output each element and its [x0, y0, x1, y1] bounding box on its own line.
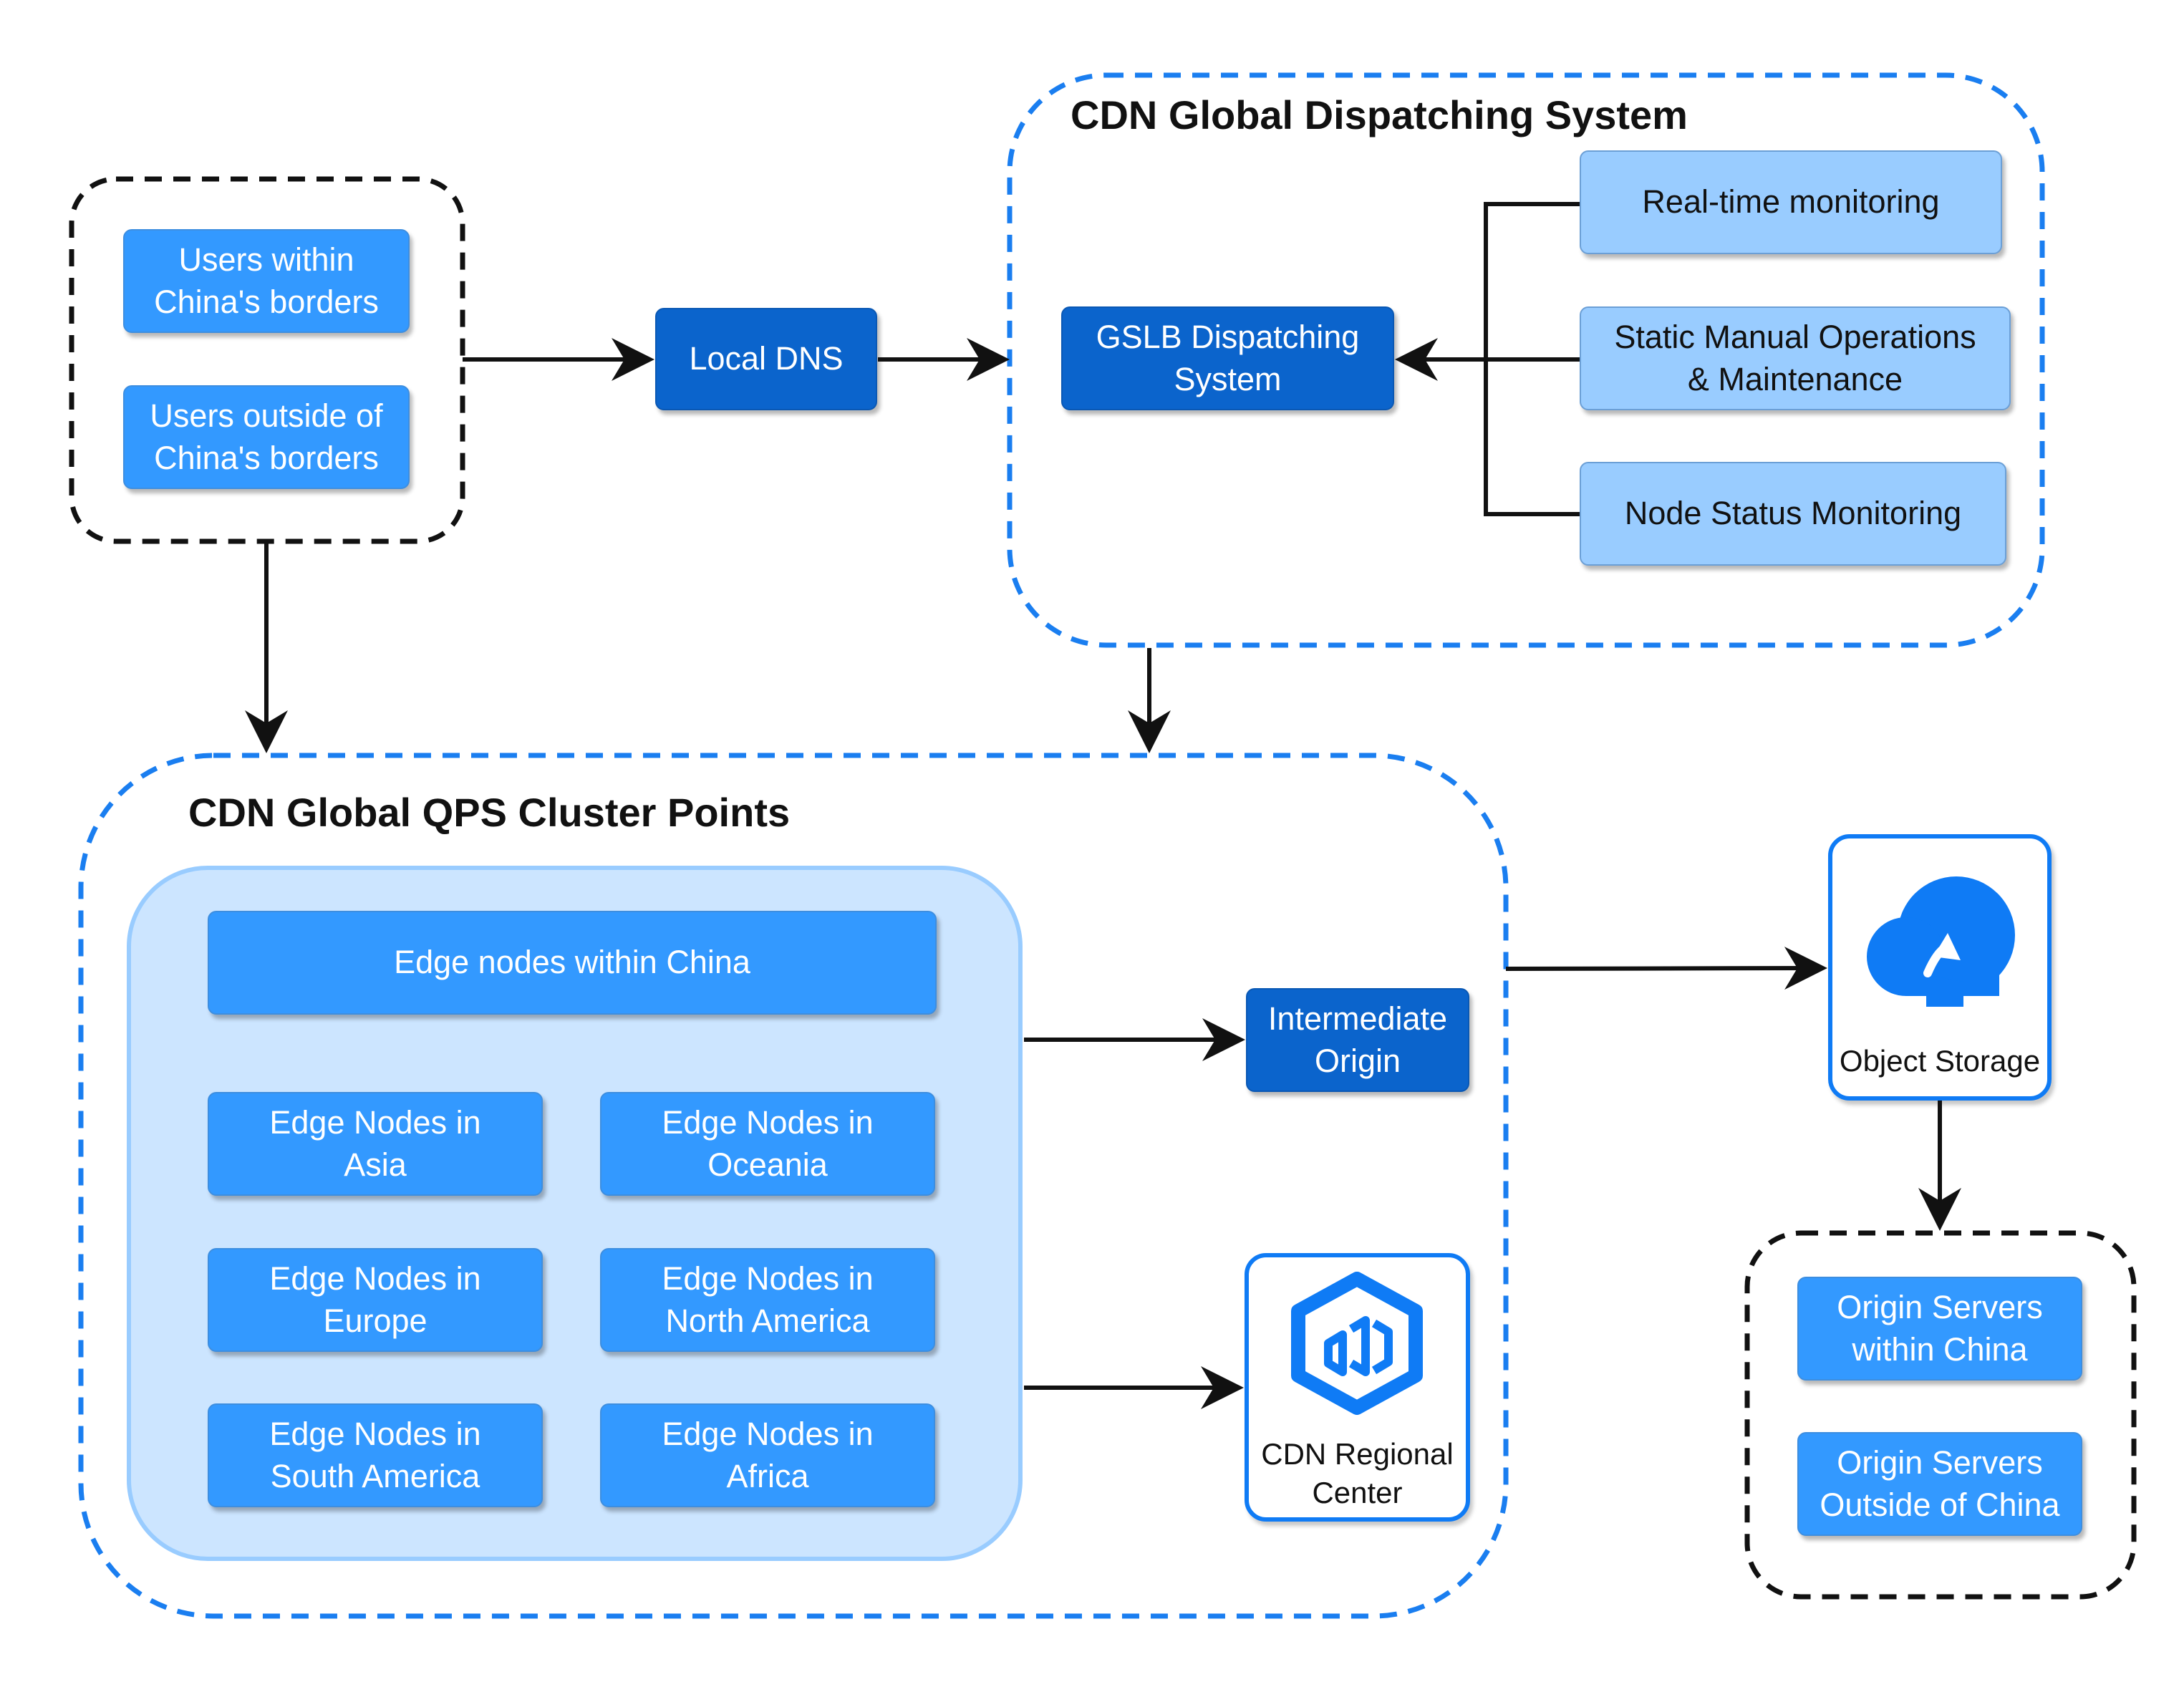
cdn-regional-center-card[interactable]: CDN Regional Center — [1245, 1253, 1470, 1522]
object-storage-label: Object Storage — [1839, 1044, 2041, 1078]
edge-nodes-europe-box[interactable]: Edge Nodes in Europe — [208, 1248, 543, 1352]
edge-nodes-south-america-box[interactable]: Edge Nodes in South America — [208, 1403, 543, 1507]
qps-cluster-title: CDN Global QPS Cluster Points — [188, 790, 791, 835]
gslb-dispatching-box[interactable]: GSLB Dispatching System — [1061, 306, 1394, 410]
object-storage-card[interactable]: Object Storage — [1828, 834, 2052, 1101]
origin-servers-border — [1744, 1230, 2137, 1600]
qps-cluster-border — [78, 753, 1509, 1619]
cloud-upload-icon — [1867, 876, 2015, 1007]
bracket-monitoring-sources — [1484, 202, 1580, 516]
edge-nodes-north-america-box[interactable]: Edge Nodes in North America — [600, 1248, 935, 1352]
edge-nodes-oceania-box[interactable]: Edge Nodes in Oceania — [600, 1092, 935, 1196]
edge-nodes-panel — [127, 866, 1023, 1561]
static-manual-operations-box[interactable]: Static Manual Operations & Maintenance — [1580, 306, 2011, 410]
node-status-monitoring-box[interactable]: Node Status Monitoring — [1580, 462, 2006, 566]
local-dns-box[interactable]: Local DNS — [655, 308, 877, 410]
hexagon-cdn-icon — [1291, 1272, 1423, 1415]
edge-nodes-asia-box[interactable]: Edge Nodes in Asia — [208, 1092, 543, 1196]
users-outside-china-box[interactable]: Users outside of China's borders — [123, 385, 410, 489]
users-within-china-box[interactable]: Users within China's borders — [123, 229, 410, 333]
dispatching-system-border — [1007, 72, 2045, 648]
regional-center-label: CDN Regional Center — [1261, 1437, 1454, 1509]
intermediate-origin-box[interactable]: Intermediate Origin — [1246, 988, 1469, 1092]
origin-servers-outside-china-box[interactable]: Origin Servers Outside of China — [1797, 1432, 2082, 1536]
origin-servers-within-china-box[interactable]: Origin Servers within China — [1797, 1277, 2082, 1381]
edge-nodes-china-box[interactable]: Edge nodes within China — [208, 911, 937, 1015]
edge-nodes-africa-box[interactable]: Edge Nodes in Africa — [600, 1403, 935, 1507]
arrow-qps-to-object-storage — [1505, 947, 1827, 990]
dispatching-system-title: CDN Global Dispatching System — [1071, 92, 1688, 137]
realtime-monitoring-box[interactable]: Real-time monitoring — [1580, 150, 2002, 254]
